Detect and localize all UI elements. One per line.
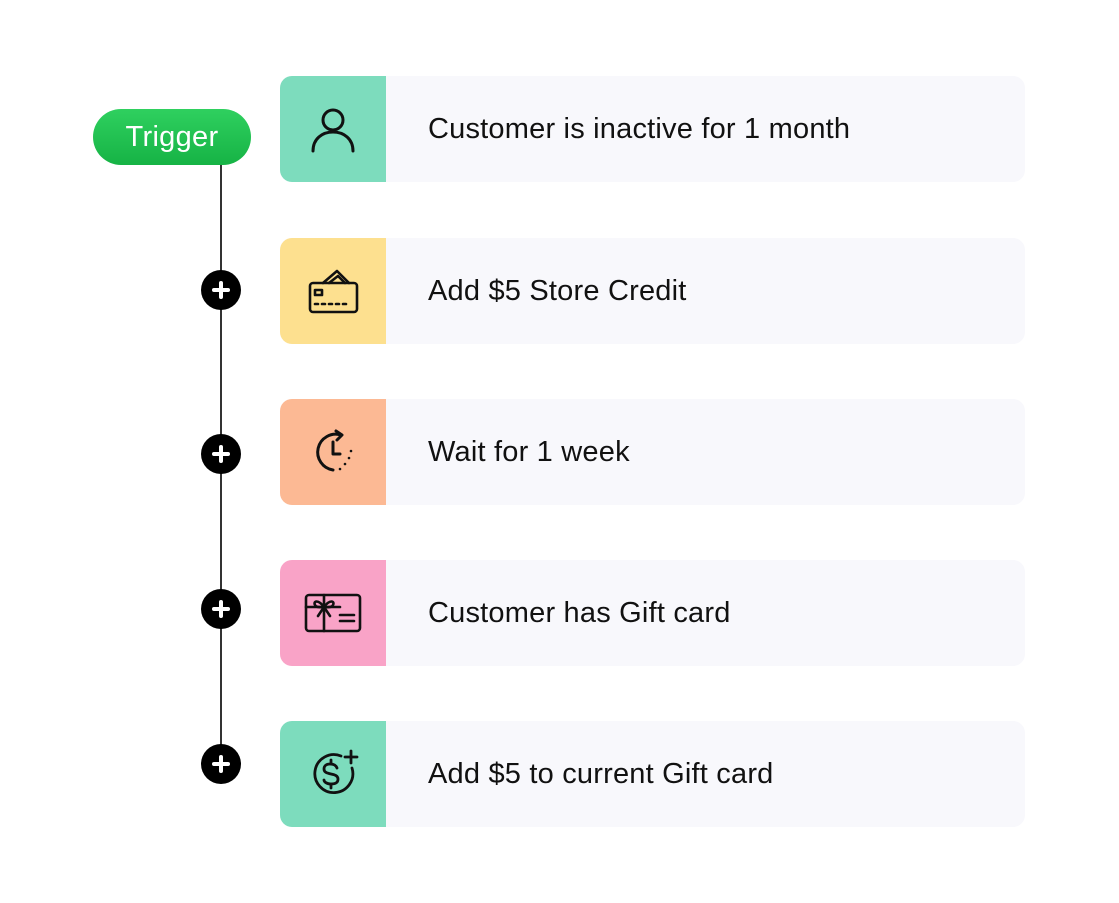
step-card-add-gift-card[interactable]: Add $5 to current Gift card bbox=[280, 721, 1025, 827]
add-step-button-3[interactable] bbox=[201, 589, 241, 629]
step-label: Customer has Gift card bbox=[428, 596, 731, 629]
add-step-button-1[interactable] bbox=[201, 270, 241, 310]
user-icon bbox=[311, 108, 355, 153]
gift-card-icon bbox=[304, 593, 362, 633]
step-label: Add $5 Store Credit bbox=[428, 274, 687, 307]
clock-icon bbox=[316, 429, 353, 472]
dollar-plus-icon bbox=[313, 749, 359, 794]
step-card-store-credit[interactable]: Add $5 Store Credit bbox=[280, 238, 1025, 344]
step-card-inactive[interactable]: Customer is inactive for 1 month bbox=[280, 76, 1025, 182]
step-icon-tile bbox=[280, 560, 386, 666]
step-icon-tile bbox=[280, 721, 386, 827]
step-icon-tile bbox=[280, 238, 386, 344]
add-step-button-4[interactable] bbox=[201, 744, 241, 784]
step-card-wait[interactable]: Wait for 1 week bbox=[280, 399, 1025, 505]
trigger-badge[interactable]: Trigger bbox=[93, 109, 251, 165]
step-icon-tile bbox=[280, 399, 386, 505]
add-step-button-2[interactable] bbox=[201, 434, 241, 474]
step-label: Wait for 1 week bbox=[428, 435, 630, 468]
step-label: Add $5 to current Gift card bbox=[428, 757, 774, 790]
step-label: Customer is inactive for 1 month bbox=[428, 112, 851, 145]
step-card-gift-card[interactable]: Customer has Gift card bbox=[280, 560, 1025, 666]
credit-card-icon bbox=[308, 269, 359, 314]
step-icon-tile bbox=[280, 76, 386, 182]
